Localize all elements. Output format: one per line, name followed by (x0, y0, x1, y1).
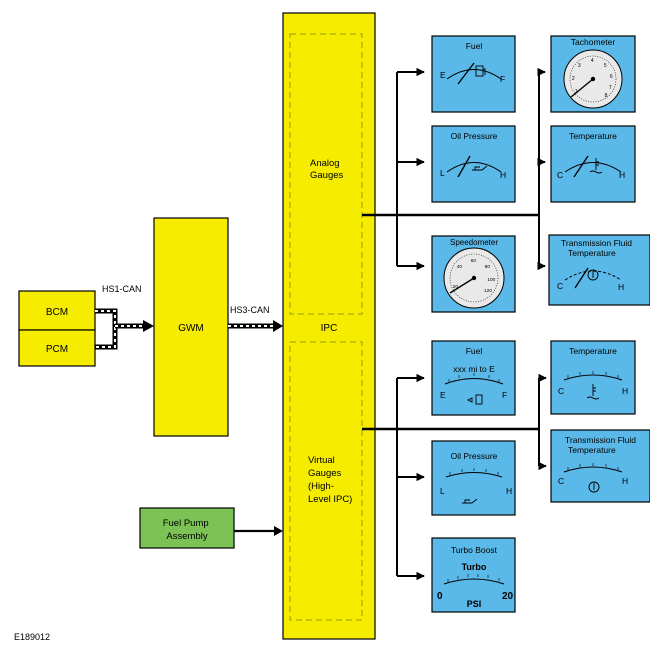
oil-can-icon (472, 165, 488, 171)
speedometer-gauge: Speedometer 20 40 60 80 100 120 (431, 235, 516, 313)
analog-fuel-gauge: Fuel E F (431, 35, 516, 113)
virtual-temperature-gauge: Temperature C H (550, 340, 636, 415)
svg-text:L: L (440, 168, 445, 178)
hs1-can-label: HS1-CAN (102, 284, 142, 294)
transmission-temp-icon (588, 481, 600, 493)
svg-text:F: F (502, 390, 507, 400)
svg-text:H: H (618, 282, 624, 292)
hs1-can-bus (95, 308, 154, 350)
virtual-transmission-temp-gauge: Transmission Fluid Temperature C H (550, 429, 650, 503)
svg-text:H: H (619, 170, 625, 180)
hs3-can-label: HS3-CAN (230, 305, 270, 315)
svg-text:H: H (500, 170, 506, 180)
fuel-pump-label: Fuel Pump Assembly (163, 518, 212, 542)
svg-text:Transmission Fluid Tem: Transmission Fluid Temperature (561, 238, 634, 258)
pcm-box (18, 329, 96, 367)
analog-transmission-temp-gauge: Transmission Fluid Temperature C H (548, 234, 650, 306)
analog-gauges-label: Analog Gauges (310, 158, 344, 181)
svg-text:L: L (440, 486, 445, 496)
analog-gauges-section (289, 33, 363, 315)
svg-text:H: H (622, 476, 628, 486)
svg-text:Temperature: Temperature (569, 346, 617, 356)
svg-text:Temperature: Temperature (569, 131, 617, 141)
gwm-label: GWM (178, 323, 204, 334)
svg-text:20: 20 (502, 591, 514, 602)
thermometer-icon (586, 384, 600, 400)
svg-text:0: 0 (437, 591, 443, 602)
svg-text:Speedometer: Speedometer (450, 238, 498, 247)
svg-text:E: E (440, 70, 446, 80)
svg-text:E: E (440, 390, 446, 400)
fuel-pump-icon (475, 65, 486, 77)
virtual-gauges-section (289, 341, 363, 621)
svg-text:Fuel: Fuel (466, 41, 483, 51)
virtual-oil-pressure-gauge: Oil Pressure L H (431, 440, 516, 516)
transmission-temp-icon (587, 269, 599, 281)
svg-text:Tachometer: Tachometer (571, 37, 616, 47)
virtual-gauges-label: Virtual Gauges (High- Level IPC) (308, 455, 352, 505)
thermometer-icon (589, 158, 603, 174)
tachometer-gauge: Tachometer 1 2 3 4 5 6 7 8 (550, 35, 636, 113)
svg-text:F: F (500, 74, 505, 84)
svg-text:Turbo Boost: Turbo Boost (451, 545, 498, 555)
svg-text:Oil Pressure: Oil Pressure (451, 131, 498, 141)
svg-text:Fuel: Fuel (466, 346, 483, 356)
oil-can-icon (462, 498, 478, 504)
svg-text:H: H (622, 386, 628, 396)
virtual-connections (362, 373, 547, 581)
analog-oil-pressure-gauge: Oil Pressure L H (431, 125, 516, 203)
svg-text:C: C (557, 281, 563, 291)
svg-text:C: C (557, 170, 563, 180)
hs3-can-bus (228, 320, 283, 332)
svg-text:C: C (558, 386, 564, 396)
bcm-box (18, 290, 96, 331)
fuel-pump-connection (234, 526, 283, 536)
gwm-box (153, 217, 229, 437)
fuel-pump-box (139, 507, 235, 549)
fuel-pump-icon (466, 394, 483, 405)
svg-text:20 40 60 80: 20 40 60 80 100 120 (453, 258, 497, 294)
pcm-label: PCM (46, 344, 68, 355)
svg-text:H: H (506, 486, 512, 496)
ipc-box (282, 12, 376, 640)
svg-text:PSI: PSI (467, 599, 482, 609)
svg-text:Oil Pressure: Oil Pressure (451, 451, 498, 461)
svg-text:Turbo: Turbo (462, 562, 487, 572)
ipc-label: IPC (321, 323, 338, 334)
figure-id: E189012 (14, 632, 50, 642)
svg-text:xxx mi to E: xxx mi to E (453, 364, 495, 374)
bcm-label: BCM (46, 307, 68, 318)
svg-text:C: C (558, 476, 564, 486)
svg-text:Transmission Fluid Tem: Transmission Fluid Temperature (565, 435, 638, 455)
virtual-fuel-gauge: Fuel xxx mi to E E F (431, 340, 516, 416)
turbo-boost-gauge: Turbo Boost Turbo PSI 0 20 (431, 537, 516, 613)
analog-connections (362, 67, 546, 271)
analog-temperature-gauge: Temperature C H (550, 125, 636, 203)
